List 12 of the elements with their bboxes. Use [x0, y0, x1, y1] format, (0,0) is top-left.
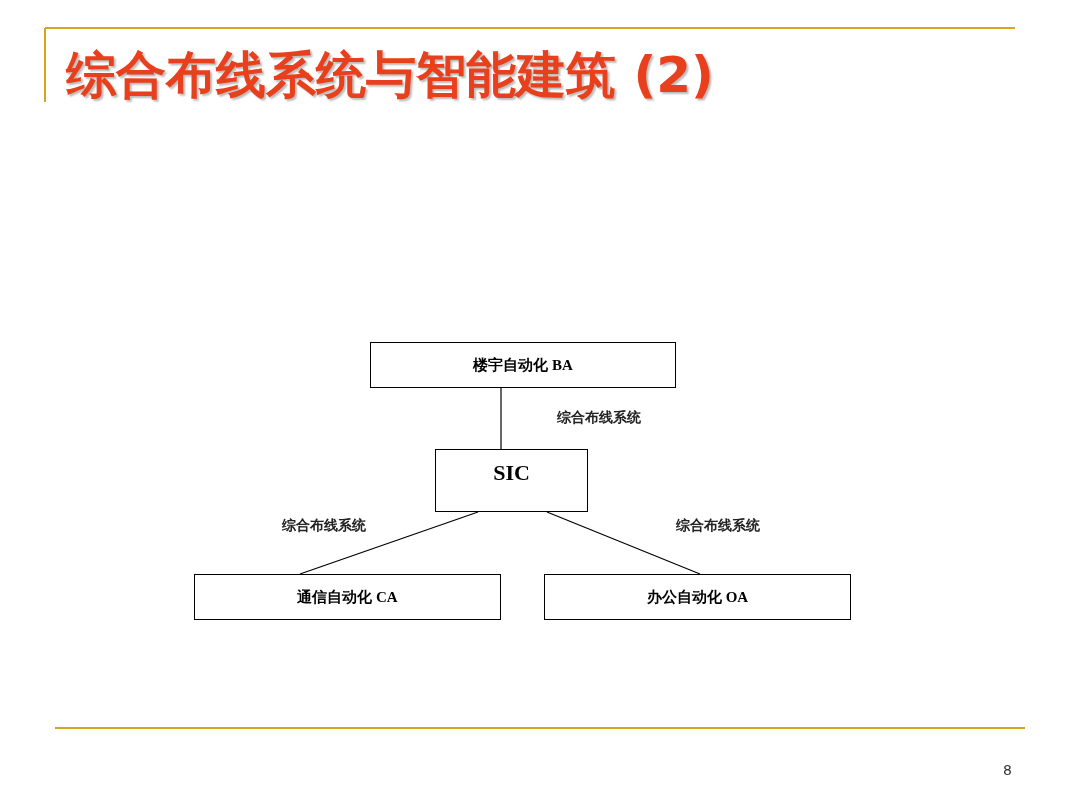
- system-box: 办公自动化 OA: [544, 574, 851, 620]
- system-box: 通信自动化 CA: [194, 574, 501, 620]
- page-number: 8: [1003, 762, 1012, 778]
- edge-label: 综合布线系统: [280, 517, 368, 535]
- connector-line: [546, 511, 701, 575]
- system-box: SIC: [435, 449, 588, 512]
- edge-label: 综合布线系统: [674, 517, 762, 535]
- edge-label: 综合布线系统: [555, 409, 643, 427]
- system-box: 楼宇自动化 BA: [370, 342, 676, 388]
- connector-line: [500, 387, 502, 450]
- connector-line: [299, 511, 479, 575]
- slide-title: 综合布线系统与智能建筑 (2): [66, 45, 714, 106]
